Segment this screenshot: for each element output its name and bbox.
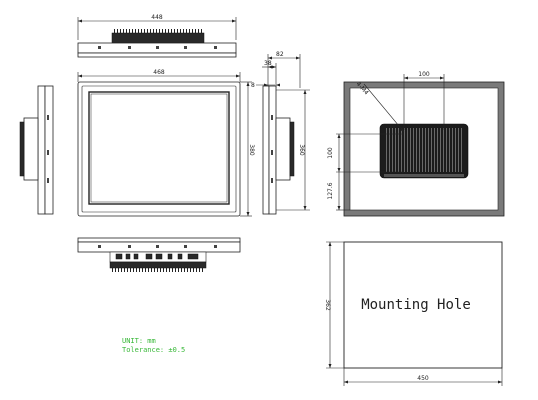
- top-view: 448: [77, 14, 237, 58]
- mounting-hole-label: Mounting Hole: [361, 297, 471, 313]
- mounting-hole-view: Mounting Hole 362 450: [324, 241, 503, 386]
- dim-side-bezel: 8: [251, 82, 255, 89]
- dim-cutout-height: 362: [324, 299, 331, 311]
- dim-front-width: 468: [153, 69, 165, 76]
- dim-rear-offset: 127.6: [327, 182, 334, 199]
- dim-side-depth-total: 82: [276, 51, 284, 58]
- dim-front-height: 380: [248, 144, 255, 156]
- dim-top-width: 448: [151, 14, 163, 21]
- bottom-view: [77, 237, 241, 272]
- dim-side-depth-mid: 38: [264, 60, 272, 67]
- tolerance-note: Tolerance: ±0.5: [122, 346, 185, 354]
- dim-side-height: 360: [298, 144, 305, 156]
- front-view: 468 380: [77, 69, 255, 217]
- dim-rear-vesa-v: 100: [327, 147, 334, 159]
- dim-cutout-width: 450: [417, 375, 429, 382]
- dim-rear-vesa-h: 100: [418, 71, 430, 78]
- unit-note: UNIT: mm: [122, 337, 156, 345]
- rear-view: 100 100 127.6 4-M4: [327, 71, 505, 217]
- left-side-view: [19, 85, 54, 215]
- right-side-view: 82 38 8 360: [251, 51, 310, 215]
